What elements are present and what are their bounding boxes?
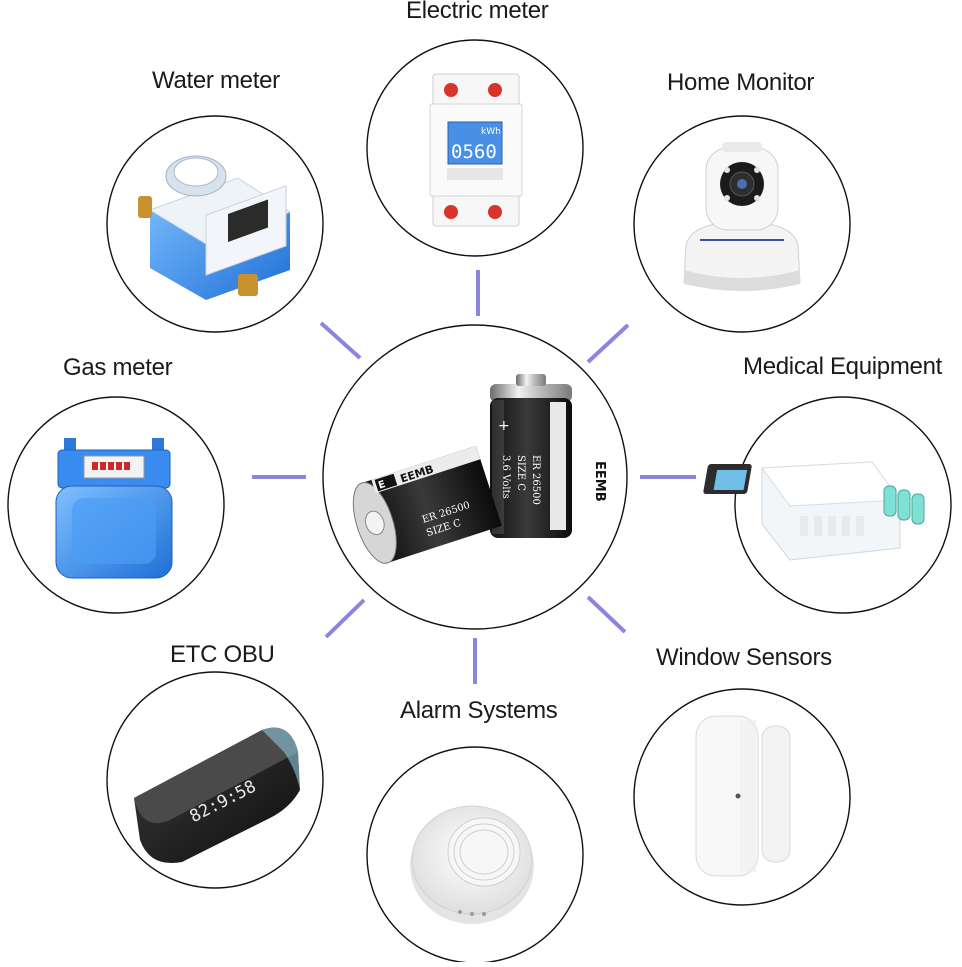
medical-device-icon xyxy=(703,461,925,561)
label-medical-equipment: Medical Equipment xyxy=(743,353,943,380)
electric-meter-reading: 0560 xyxy=(451,141,497,163)
smoke-alarm-icon xyxy=(410,805,534,924)
circle-etc-obu xyxy=(106,671,324,889)
svg-text:E: E xyxy=(377,479,387,492)
window-sensor-icon xyxy=(695,715,791,877)
battery-upright-model: ER 26500 xyxy=(530,455,541,505)
connector-home-monitor xyxy=(586,323,630,364)
battery-upright-brand: EEMB xyxy=(592,461,607,502)
label-electric-meter: Electric meter xyxy=(406,0,549,24)
label-gas-meter: Gas meter xyxy=(63,354,173,381)
label-alarm-systems: Alarm Systems xyxy=(400,697,558,724)
water-meter-icon xyxy=(138,155,292,300)
circle-medical-equipment xyxy=(734,396,952,614)
battery-upright-size: SIZE C xyxy=(515,455,526,491)
gas-meter-icon xyxy=(55,438,173,579)
battery-upright: + EEMB ER 26500 SIZE C 3.6 Volts xyxy=(490,374,607,538)
connector-lines xyxy=(252,270,696,684)
camera-icon xyxy=(683,142,801,291)
circle-home-monitor xyxy=(633,115,851,333)
circle-window-sensors xyxy=(633,688,851,906)
label-etc-obu: ETC OBU xyxy=(170,641,275,668)
circle-gas-meter xyxy=(7,396,225,614)
battery-upright-plus: + xyxy=(498,418,510,434)
connector-etc-obu xyxy=(324,598,366,639)
circle-water-meter xyxy=(106,115,324,333)
battery-upright-voltage: 3.6 Volts xyxy=(500,455,511,499)
battery-lying: E EEMB ER 26500 SIZE C xyxy=(352,445,502,564)
circle-electric-meter xyxy=(366,39,584,257)
connector-window-sensors xyxy=(586,595,627,634)
electric-meter-icon: kWh 0560 xyxy=(429,73,523,227)
circle-center xyxy=(322,324,628,630)
label-window-sensors: Window Sensors xyxy=(656,644,832,671)
electric-meter-unit: kWh xyxy=(481,127,501,137)
label-water-meter: Water meter xyxy=(152,67,280,94)
label-home-monitor: Home Monitor xyxy=(667,69,815,96)
obu-icon: 82:9:58 xyxy=(134,727,300,864)
battery-icon: + EEMB ER 26500 SIZE C 3.6 Volts E EEMB … xyxy=(352,374,607,564)
connector-water-meter xyxy=(319,321,362,360)
